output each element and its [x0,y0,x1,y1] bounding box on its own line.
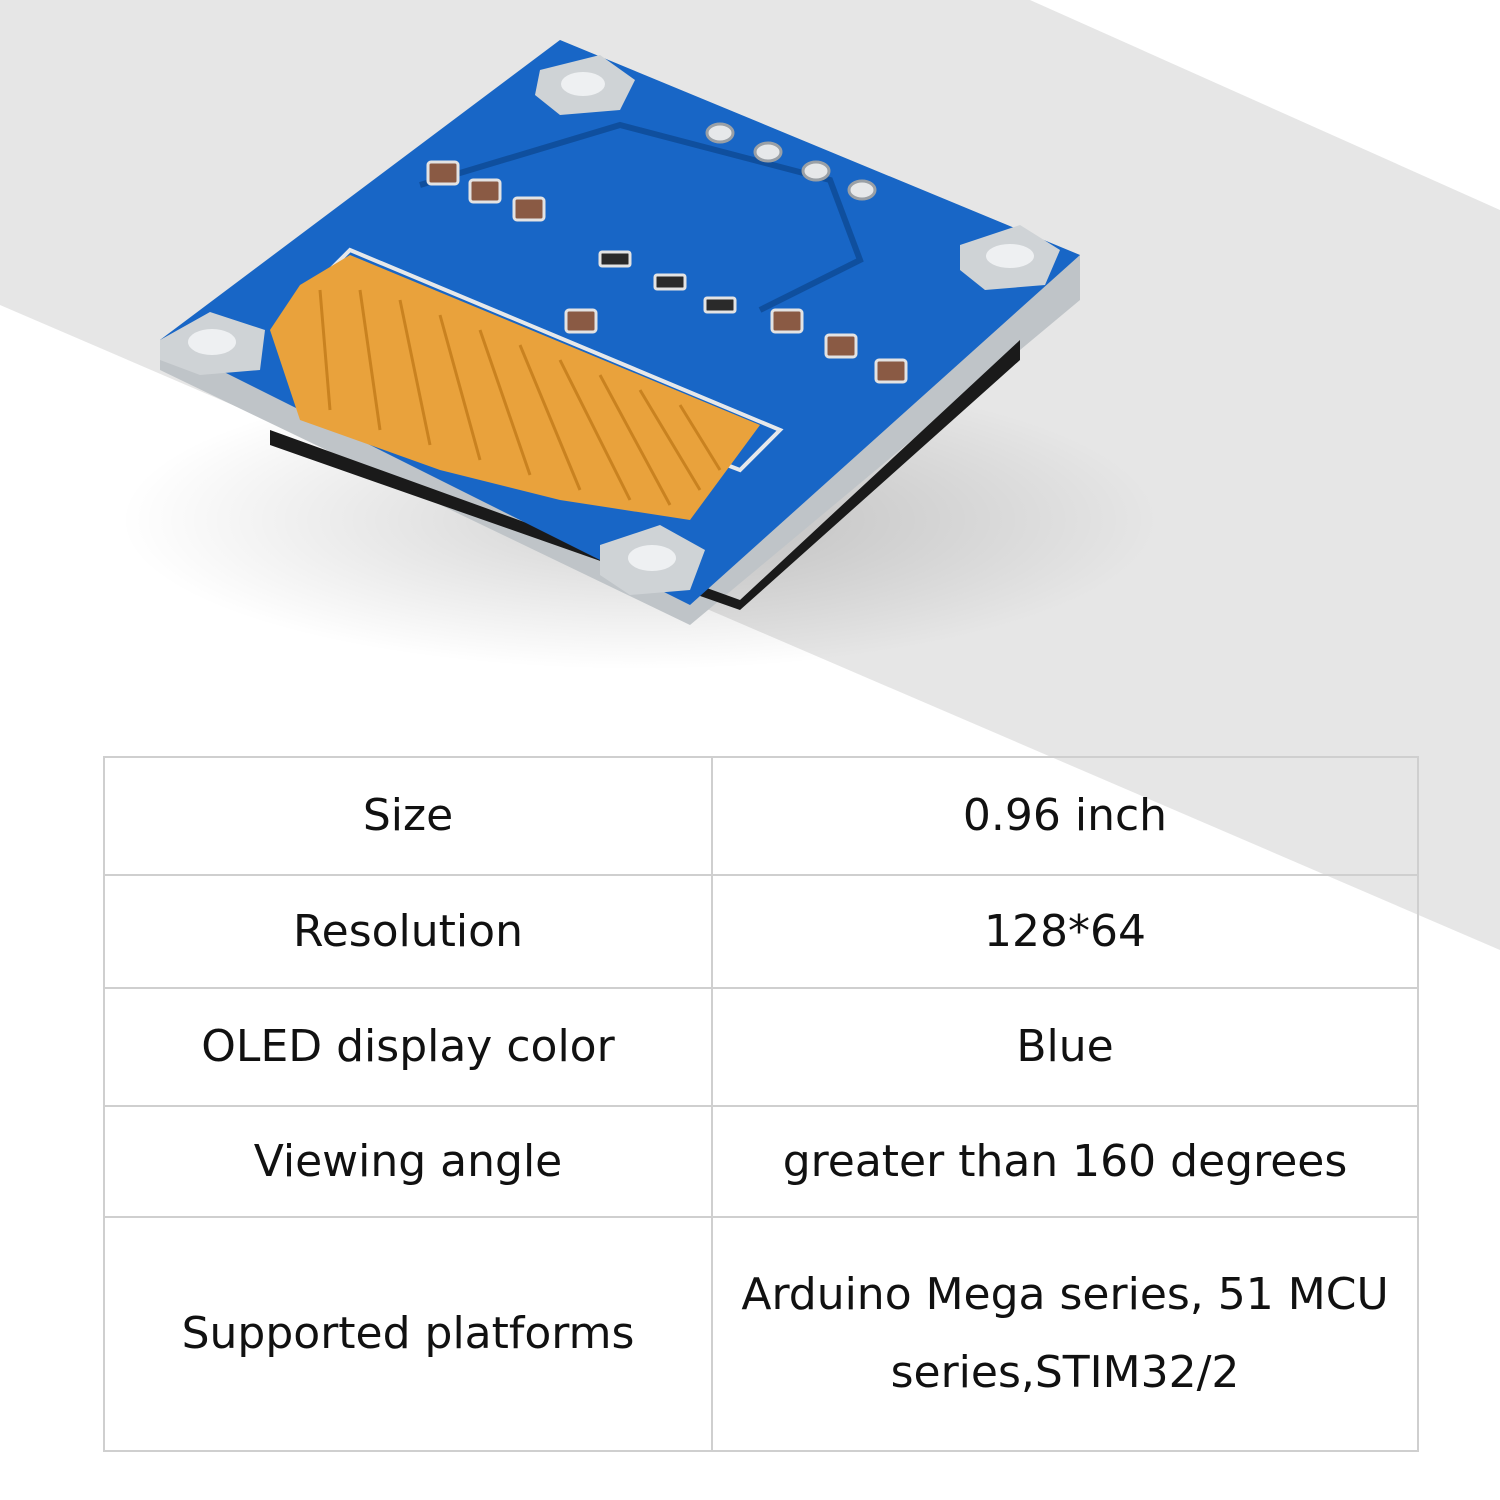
spec-label: Resolution [103,874,713,989]
spec-value: Arduino Mega series, 51 MCU series,STIM3… [711,1216,1419,1452]
oled-module-photo [120,40,1160,670]
pcb-board [160,40,1080,605]
header-pin-pads [705,122,877,201]
table-row: Resolution 128*64 [103,874,1419,989]
spec-value: 0.96 inch [711,756,1419,876]
spec-label: Size [103,756,713,876]
table-row: Viewing angle greater than 160 degrees [103,1105,1419,1218]
spec-label: Supported platforms [103,1216,713,1452]
mounting-holes [160,55,1060,595]
spec-value: 128*64 [711,874,1419,989]
spec-label: OLED display color [103,987,713,1107]
table-row: Supported platforms Arduino Mega series,… [103,1216,1419,1452]
table-row: OLED display color Blue [103,987,1419,1107]
spec-value: greater than 160 degrees [711,1105,1419,1218]
spec-label: Viewing angle [103,1105,713,1218]
smd-components [426,160,908,384]
table-row: Size 0.96 inch [103,756,1419,876]
spec-table: Size 0.96 inch Resolution 128*64 OLED di… [103,756,1419,1452]
flex-cable [270,255,760,520]
spec-value: Blue [711,987,1419,1107]
